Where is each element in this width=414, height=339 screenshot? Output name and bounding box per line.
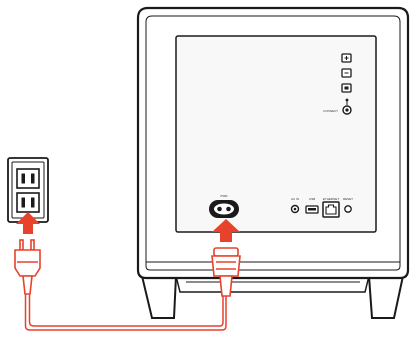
arrow-up-icon: [212, 219, 240, 242]
lower-connectors: AC IN USB ETHERNET RESET: [209, 197, 353, 218]
subwoofer-leg-right: [367, 275, 405, 319]
rear-panel: [175, 35, 377, 233]
subwoofer-leg-left: [140, 275, 178, 319]
ethernet-label: ETHERNET: [323, 197, 339, 201]
aux-input-jack[interactable]: [290, 204, 300, 214]
iec-connector-icon: [211, 247, 241, 297]
arrow-up-icon: [16, 212, 40, 234]
upper-controls: CONNECT: [323, 53, 352, 115]
reset-label: RESET: [343, 197, 353, 201]
volume-button[interactable]: [341, 68, 352, 78]
usb-label: USB: [309, 197, 315, 201]
power-in-label: PWR: [221, 194, 229, 198]
pair-button[interactable]: [341, 53, 352, 63]
power-plug-icon: [14, 239, 41, 295]
connect-button[interactable]: [342, 105, 352, 115]
reset-button[interactable]: [344, 205, 352, 213]
outlet-socket-top: [16, 168, 40, 189]
power-inlet-socket[interactable]: [209, 200, 239, 218]
mode-button[interactable]: [341, 83, 352, 93]
power-cable: [24, 294, 227, 331]
outlet-socket-bottom: [16, 192, 40, 213]
ethernet-port[interactable]: [322, 201, 340, 218]
usb-port[interactable]: [305, 205, 319, 214]
subwoofer-body: [136, 6, 410, 319]
status-led: [345, 98, 349, 102]
ac-in-label: AC IN: [291, 197, 299, 201]
connect-label: CONNECT: [323, 109, 338, 113]
